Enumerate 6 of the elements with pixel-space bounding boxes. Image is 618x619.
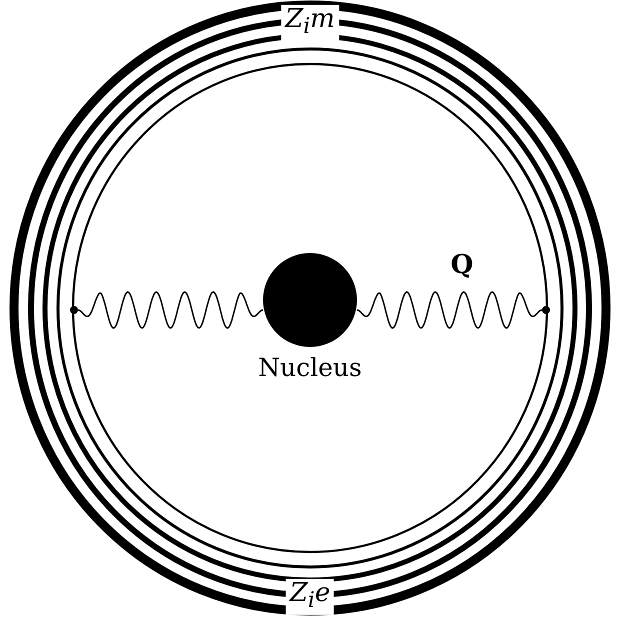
nucleus-label: Nucleus bbox=[258, 353, 362, 382]
ring-label: Z$_{i}$m bbox=[281, 4, 339, 42]
charge-label: Q bbox=[450, 251, 474, 279]
ring-label: Z$_{i}$e bbox=[286, 578, 334, 616]
spring bbox=[356, 291, 542, 329]
spring bbox=[78, 291, 264, 329]
